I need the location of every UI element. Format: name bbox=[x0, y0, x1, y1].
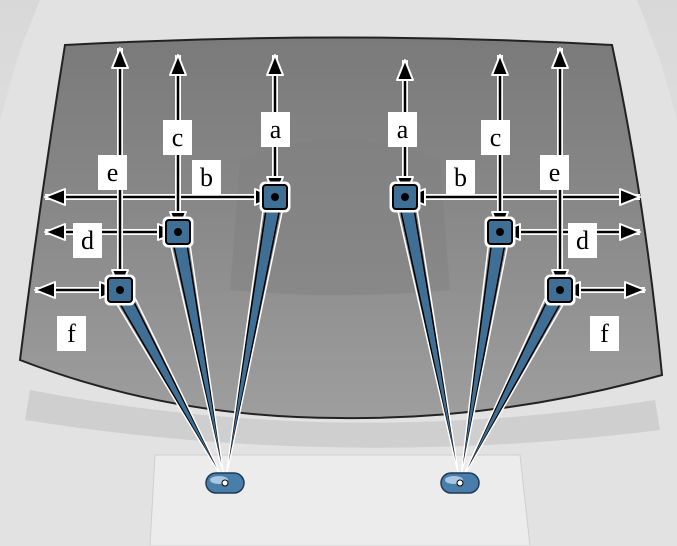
label-left-f: f bbox=[57, 316, 86, 351]
label-left-c: c bbox=[163, 120, 192, 155]
nozzle-jet-left bbox=[221, 479, 229, 487]
interior-dashboard bbox=[230, 140, 450, 295]
label-left-b: b bbox=[192, 160, 221, 195]
target-dot-right-a bbox=[401, 193, 409, 201]
arrowhead-left-c-start bbox=[169, 54, 187, 76]
arrowhead-right-d-end bbox=[619, 223, 641, 241]
arrowhead-right-a-start bbox=[396, 59, 414, 81]
label-left-a: a bbox=[261, 112, 290, 147]
arrowhead-left-f-start bbox=[34, 281, 56, 299]
arrowhead-left-e-start bbox=[111, 47, 129, 69]
cowl bbox=[25, 390, 660, 448]
label-right-e: e bbox=[540, 155, 569, 190]
arrowhead-left-a-start bbox=[266, 54, 284, 76]
arrowhead-right-e-start bbox=[551, 47, 569, 69]
arrowhead-left-d-start bbox=[44, 223, 66, 241]
target-dot-left-a bbox=[271, 193, 279, 201]
label-left-e: e bbox=[98, 155, 127, 190]
target-dot-left-c bbox=[174, 228, 182, 236]
arrowhead-right-f-end bbox=[624, 281, 646, 299]
label-right-c: c bbox=[481, 120, 510, 155]
label-right-f: f bbox=[590, 316, 619, 351]
label-right-b: b bbox=[446, 160, 475, 195]
target-dot-right-c bbox=[496, 228, 504, 236]
nozzle-jet-right bbox=[456, 479, 464, 487]
hood-panel bbox=[149, 454, 531, 546]
target-dot-right-e bbox=[556, 286, 564, 294]
label-right-a: a bbox=[388, 112, 417, 147]
arrowhead-right-c-start bbox=[491, 54, 509, 76]
label-left-d: d bbox=[73, 223, 102, 258]
label-right-d: d bbox=[568, 223, 597, 258]
arrowhead-left-b-start bbox=[44, 188, 66, 206]
arrowhead-right-b-end bbox=[619, 188, 641, 206]
target-dot-left-e bbox=[116, 286, 124, 294]
